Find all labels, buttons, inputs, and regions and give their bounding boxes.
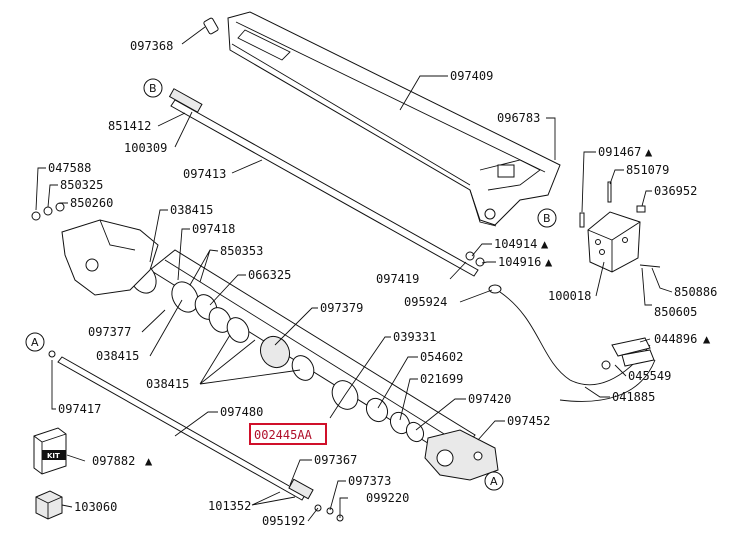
marker-104914: ▲ <box>541 237 549 251</box>
part-label-044896[interactable]: 044896 <box>654 332 697 346</box>
part-label-097379[interactable]: 097379 <box>320 301 363 315</box>
part-label-850353[interactable]: 850353 <box>220 244 263 258</box>
part-label-097373[interactable]: 097373 <box>348 474 391 488</box>
cylinder-head <box>424 429 499 481</box>
part-label-850605[interactable]: 850605 <box>654 305 697 319</box>
part-label-851079[interactable]: 851079 <box>626 163 669 177</box>
part-label-096783[interactable]: 096783 <box>497 111 540 125</box>
part-label-097417[interactable]: 097417 <box>58 402 101 416</box>
part-label-054602[interactable]: 054602 <box>420 350 463 364</box>
part-label-097480[interactable]: 097480 <box>220 405 263 419</box>
hose-fittings <box>601 337 655 370</box>
part-label-039331[interactable]: 039331 <box>393 330 436 344</box>
part-label-097882[interactable]: 097882 <box>92 454 135 468</box>
seal-box <box>35 490 63 520</box>
part-label-038415-top[interactable]: 038415 <box>170 203 213 217</box>
ref-b-right <box>537 208 557 228</box>
part-label-097420[interactable]: 097420 <box>468 392 511 406</box>
cylinder-base-bracket <box>31 202 159 296</box>
part-label-038415-low[interactable]: 038415 <box>146 377 189 391</box>
ref-a-right <box>484 471 504 491</box>
orings-104914 <box>465 251 502 294</box>
part-label-100018[interactable]: 100018 <box>548 289 591 303</box>
rod-097480 <box>48 350 344 522</box>
ref-a-right-label: A <box>490 475 498 488</box>
kit-box-label: KIT <box>47 452 60 460</box>
ref-a-left <box>25 332 45 352</box>
part-label-036952[interactable]: 036952 <box>654 184 697 198</box>
part-label-097368[interactable]: 097368 <box>130 39 173 53</box>
reference-markers: B B A A <box>25 78 557 491</box>
part-label-103060[interactable]: 103060 <box>74 500 117 514</box>
part-label-091467[interactable]: 091467 <box>598 145 641 159</box>
seal-rings <box>129 262 425 443</box>
kit-box: KIT <box>33 427 67 475</box>
part-label-104914[interactable]: 104914 <box>494 237 537 251</box>
part-label-002445AA[interactable]: 002445AA <box>254 428 313 442</box>
part-label-097377[interactable]: 097377 <box>88 325 131 339</box>
part-label-850260[interactable]: 850260 <box>70 196 113 210</box>
part-label-021699[interactable]: 021699 <box>420 372 463 386</box>
pin-097368 <box>203 17 219 35</box>
part-label-038415-mid[interactable]: 038415 <box>96 349 139 363</box>
part-label-095924[interactable]: 095924 <box>404 295 447 309</box>
part-label-104916[interactable]: 104916 <box>498 255 541 269</box>
part-label-041885[interactable]: 041885 <box>612 390 655 404</box>
part-label-097419[interactable]: 097419 <box>376 272 419 286</box>
part-label-100309[interactable]: 100309 <box>124 141 167 155</box>
part-label-851412[interactable]: 851412 <box>108 119 151 133</box>
marker-097882: ▲ <box>145 454 153 468</box>
part-label-097452[interactable]: 097452 <box>507 414 550 428</box>
part-label-097409[interactable]: 097409 <box>450 69 493 83</box>
marker-091467: ▲ <box>645 145 653 159</box>
hydraulic-hose <box>499 291 656 402</box>
ref-b-top-label: B <box>149 82 157 95</box>
leader-lines <box>35 26 673 522</box>
ref-b-right-label: B <box>543 212 551 225</box>
part-label-097413[interactable]: 097413 <box>183 167 226 181</box>
boom-frame <box>227 11 561 227</box>
marker-044896: ▲ <box>703 332 711 346</box>
part-labels: 097368 097409 096783 851412 100309 09741… <box>48 39 717 528</box>
part-label-097367[interactable]: 097367 <box>314 453 357 467</box>
ref-a-left-label: A <box>31 336 39 349</box>
part-label-850886[interactable]: 850886 <box>674 285 717 299</box>
ref-b-top <box>143 78 163 98</box>
valve-block <box>579 181 661 273</box>
part-label-045549[interactable]: 045549 <box>628 369 671 383</box>
marker-104916: ▲ <box>545 255 553 269</box>
part-label-095192[interactable]: 095192 <box>262 514 305 528</box>
part-label-101352[interactable]: 101352 <box>208 499 251 513</box>
rod-097413 <box>168 88 479 277</box>
part-label-097418[interactable]: 097418 <box>192 222 235 236</box>
part-label-047588[interactable]: 047588 <box>48 161 91 175</box>
part-label-850325[interactable]: 850325 <box>60 178 103 192</box>
part-label-066325[interactable]: 066325 <box>248 268 291 282</box>
highlight-box-002445AA <box>249 423 327 445</box>
part-label-099220[interactable]: 099220 <box>366 491 409 505</box>
